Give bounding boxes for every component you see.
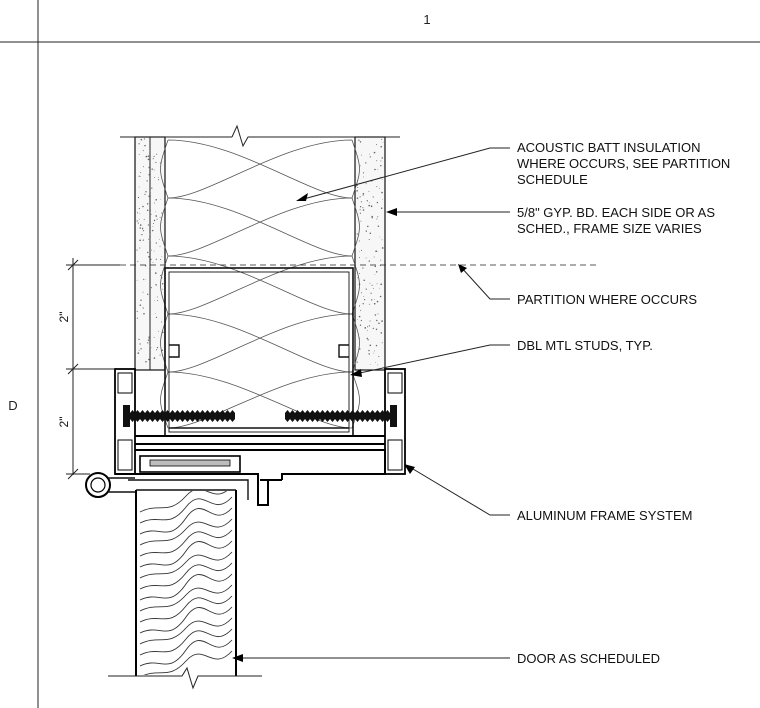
note-door: DOOR AS SCHEDULED [517,651,660,666]
leader-arrowheads [232,193,467,662]
note-aluminum-frame: ALUMINUM FRAME SYSTEM [517,508,693,523]
door-wood-grain [139,491,233,675]
note-gyp-board: 5/8" GYP. BD. EACH SIDE OR AS SCHED., FR… [517,205,719,236]
note-door-line-1: DOOR AS SCHEDULED [517,651,660,666]
note-acoustic-batt: ACOUSTIC BATT INSULATION WHERE OCCURS, S… [517,140,734,187]
note-acoustic-batt-line-3: SCHEDULE [517,172,588,187]
gypsum-speckle-pattern [136,138,384,366]
screw-left [123,405,235,427]
note-metal-studs: DBL MTL STUDS, TYP. [517,338,653,353]
note-partition-line-1: PARTITION WHERE OCCURS [517,292,697,307]
note-metal-studs-line-1: DBL MTL STUDS, TYP. [517,338,653,353]
row-grid-label: D [8,398,17,413]
double-metal-studs [164,267,354,437]
acoustic-batt-insulation [160,139,360,429]
note-partition: PARTITION WHERE OCCURS [517,292,697,307]
note-acoustic-batt-line-2: WHERE OCCURS, SEE PARTITION [517,156,730,171]
leader-lines [236,147,510,659]
door-slab [108,489,262,690]
wall-top-break-mark [120,124,400,148]
screw-right [285,405,397,427]
dimension-string [66,258,120,480]
note-gyp-board-line-1: 5/8" GYP. BD. EACH SIDE OR AS [517,205,715,220]
aluminum-frame-system [85,368,406,506]
column-grid-label: 1 [423,12,430,27]
dimension-upper: 2" [57,312,71,323]
note-gyp-board-line-2: SCHED., FRAME SIZE VARIES [517,221,702,236]
note-aluminum-frame-line-1: ALUMINUM FRAME SYSTEM [517,508,693,523]
dimension-lower: 2" [57,417,71,428]
gypsum-board-left [134,136,166,371]
note-acoustic-batt-line-1: ACOUSTIC BATT INSULATION [517,140,700,155]
